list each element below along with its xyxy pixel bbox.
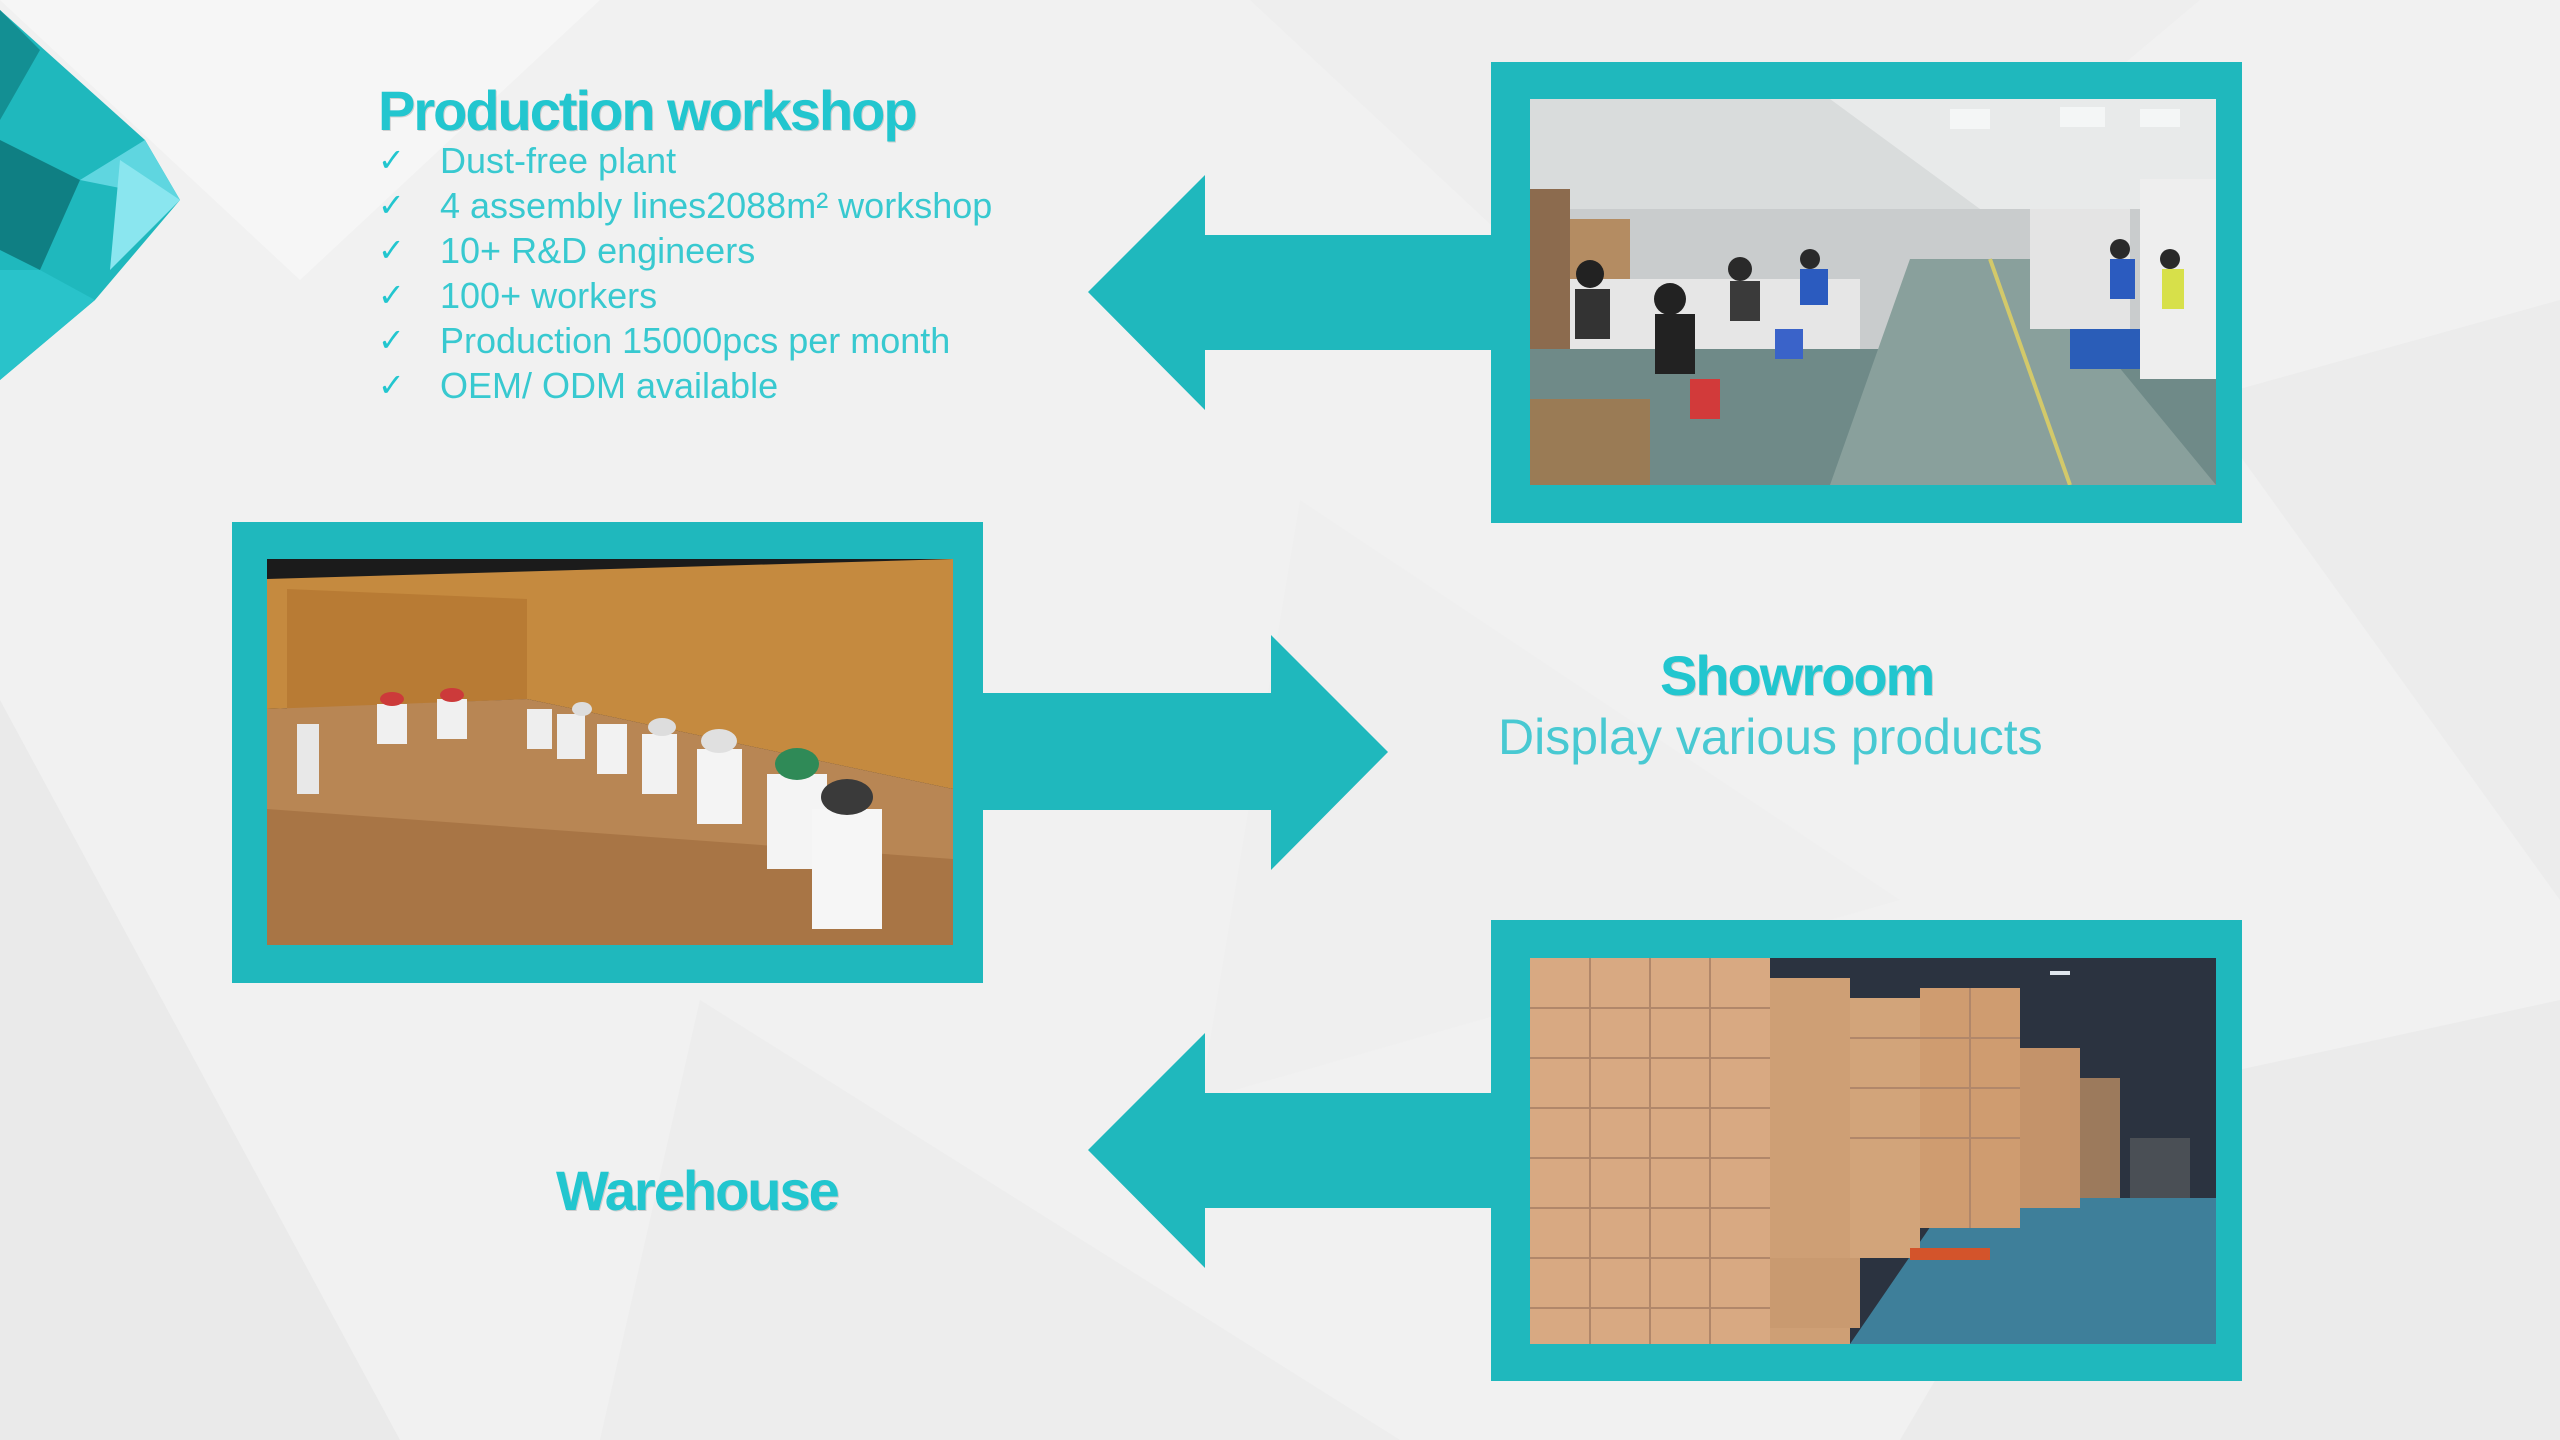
check-icon: ✓ [378,367,405,403]
feature-text: 100+ workers [440,275,658,316]
showroom-photo [267,559,953,945]
list-item: ✓ 4 assembly lines2088m² workshop [378,183,992,228]
workshop-photo [1530,99,2216,485]
check-icon: ✓ [378,277,405,313]
workshop-feature-list: ✓ Dust-free plant ✓ 4 assembly lines2088… [378,138,992,408]
check-icon: ✓ [378,232,405,268]
warehouse-photo [1530,958,2216,1344]
list-item: ✓ 100+ workers [378,273,992,318]
showroom-photo-frame [232,522,983,983]
list-item: ✓ Production 15000pcs per month [378,318,992,363]
list-item: ✓ 10+ R&D engineers [378,228,992,273]
feature-text: OEM/ ODM available [440,365,779,406]
arrow-left-icon [1088,1033,1498,1268]
check-icon: ✓ [378,187,405,223]
warehouse-photo-frame [1491,920,2242,1381]
workshop-photo-frame [1491,62,2242,523]
feature-text: Production 15000pcs per month [440,320,951,361]
feature-text: 10+ R&D engineers [440,230,756,271]
arrow-right-icon [983,635,1388,870]
feature-text: 4 assembly lines2088m² workshop [440,185,993,226]
warehouse-title: Warehouse [556,1159,840,1222]
showroom-title: Showroom [1660,644,1935,707]
list-item: ✓ OEM/ ODM available [378,363,992,408]
workshop-title: Production workshop [378,79,918,142]
corner-logo-shape [0,10,180,380]
check-icon: ✓ [378,322,405,358]
check-icon: ✓ [378,142,405,178]
feature-text: Dust-free plant [440,140,677,181]
showroom-subtitle: Display various products [1498,709,2043,765]
arrow-left-icon [1088,175,1498,410]
list-item: ✓ Dust-free plant [378,138,992,183]
